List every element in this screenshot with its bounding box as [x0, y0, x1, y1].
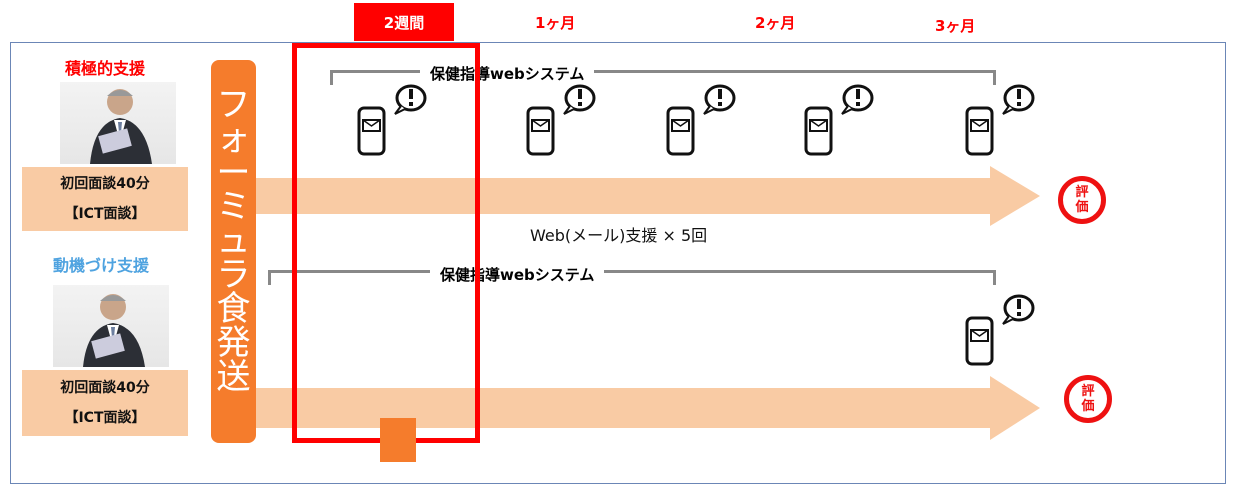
phone-mail-icon [963, 292, 1043, 372]
active-system-label: 保健指導webシステム [420, 63, 595, 84]
formula-char: ー [216, 153, 251, 193]
formula-food-shipping-bar: フ ォ ー ミ ュ ラ 食 発 送 [211, 60, 256, 443]
eval-char: 評 [1075, 185, 1089, 200]
active-arrow [230, 166, 1040, 226]
interview-duration: 初回面談40分 [60, 380, 150, 396]
phone-mail-icon [355, 82, 435, 162]
header-three-months: 3ヶ月 [935, 17, 976, 35]
interview-type: 【ICT面談】 [64, 410, 146, 426]
formula-char: 食 [216, 289, 251, 329]
formula-char: ュ [216, 221, 251, 261]
phone-mail-icon [664, 82, 744, 162]
motivational-arrow [230, 376, 1040, 440]
formula-char: ラ [216, 255, 251, 295]
header-two-months: 2ヶ月 [755, 14, 796, 32]
formula-char: 送 [216, 357, 251, 397]
header-two-weeks: 2週間 [354, 3, 454, 41]
web-support-text: Web(メール)支援 × 5回 [530, 226, 708, 245]
formula-char: フ [216, 85, 251, 125]
active-evaluation-badge: 評 価 [1058, 176, 1106, 224]
phone-mail-icon [802, 82, 882, 162]
formula-char: 発 [216, 323, 251, 363]
motivational-support-title: 動機づけ支援 [53, 256, 150, 275]
orange-marker [380, 418, 416, 462]
phone-mail-icon [524, 82, 604, 162]
active-support-title: 積極的支援 [65, 59, 146, 78]
interview-duration: 初回面談40分 [60, 176, 150, 192]
active-system-bracket [330, 70, 996, 85]
header-one-month: 1ヶ月 [535, 14, 576, 32]
motivational-evaluation-badge: 評 価 [1064, 375, 1112, 423]
eval-char: 評 [1081, 384, 1095, 399]
eval-char: 価 [1081, 399, 1095, 414]
businessman-photo [53, 285, 169, 367]
phone-mail-icon [963, 82, 1043, 162]
formula-char: ォ [216, 119, 251, 159]
formula-char: ミ [216, 187, 251, 227]
active-interview-box: 初回面談40分 【ICT面談】 [22, 167, 188, 231]
motivational-interview-box: 初回面談40分 【ICT面談】 [22, 370, 188, 436]
businessman-photo [60, 82, 176, 164]
eval-char: 価 [1075, 200, 1089, 215]
motivational-system-bracket [268, 270, 996, 285]
arrows-layer [230, 166, 1040, 440]
two-week-highlight-box [292, 43, 480, 443]
interview-type: 【ICT面談】 [64, 206, 146, 222]
